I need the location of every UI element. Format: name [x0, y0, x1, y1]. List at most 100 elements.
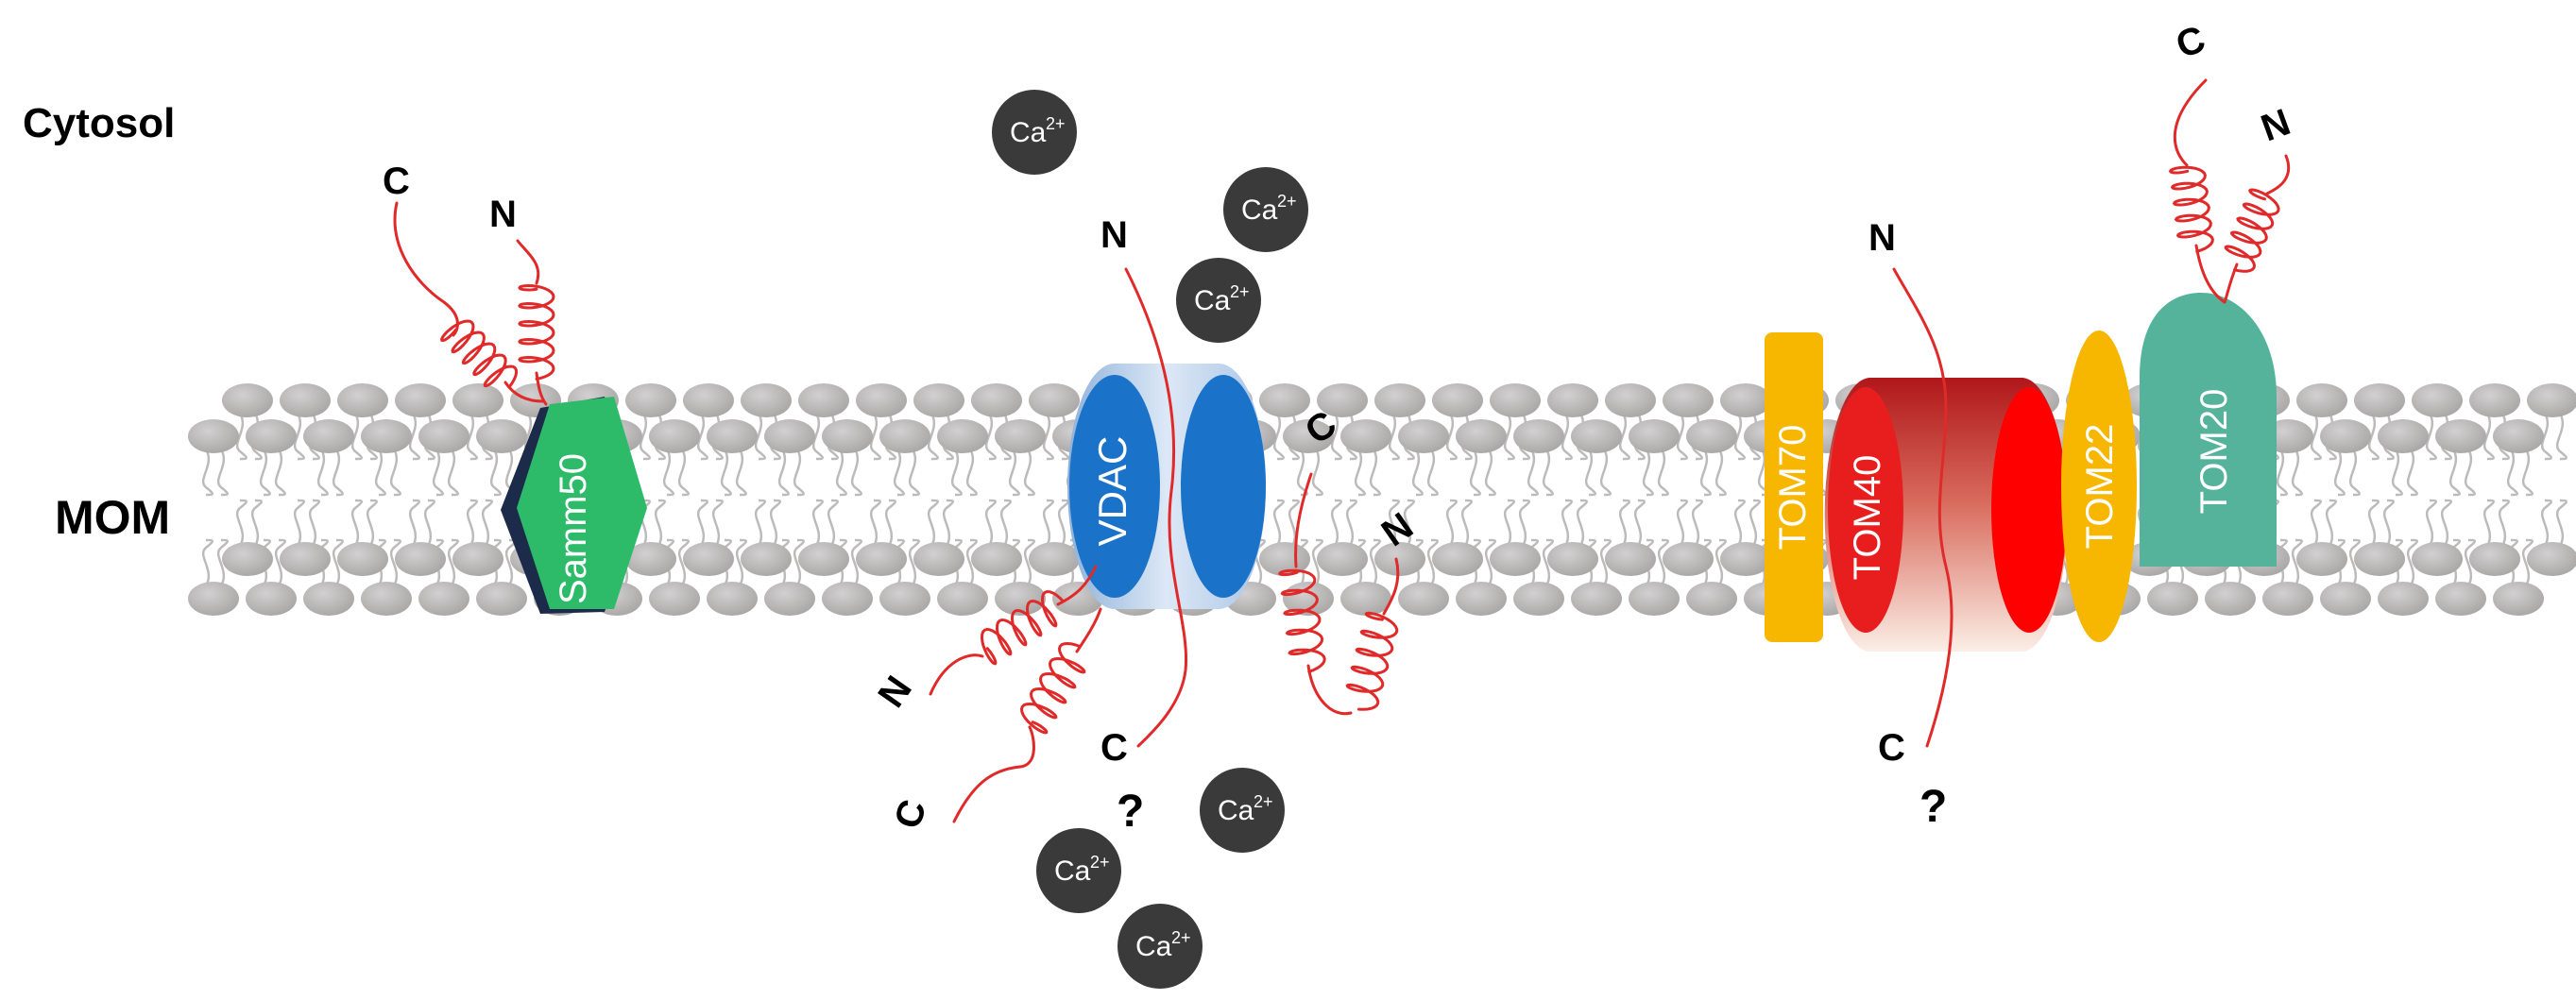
lipid-head — [1605, 542, 1656, 576]
lipid-head — [2412, 542, 2463, 576]
lipid-tail — [1518, 499, 1530, 547]
polypeptide-segment — [535, 371, 548, 406]
lipid-head — [822, 582, 873, 616]
lipid-tail — [216, 538, 229, 586]
lipid-tail — [2464, 449, 2476, 497]
lipid-head — [1317, 542, 1368, 576]
lipid-tail — [481, 499, 493, 547]
lipid-tail — [1527, 449, 1539, 497]
lipid-tail — [274, 449, 286, 497]
lipid-tail — [696, 413, 708, 461]
lipid-tail — [850, 538, 862, 586]
ion-charge: 2+ — [1230, 282, 1250, 301]
tom40-n-terminus: N — [1868, 217, 1896, 259]
lipid-tail — [1354, 449, 1366, 497]
lipid-tail — [1311, 538, 1323, 586]
lipid-head — [1029, 383, 1080, 417]
lipid-tail — [1676, 499, 1688, 547]
lipid-tail — [984, 413, 997, 461]
lipid-head — [741, 542, 792, 576]
polypeptide-segment — [1892, 267, 1953, 748]
lipid-head — [764, 582, 815, 616]
lipid-head — [2435, 582, 2486, 616]
lipid-tail — [408, 413, 420, 461]
lipid-head — [2320, 582, 2371, 616]
lipid-head — [2493, 419, 2544, 453]
lipid-head — [764, 419, 815, 453]
lipid-head — [2354, 383, 2405, 417]
tom40-protein: TOM40 — [1824, 378, 2068, 652]
lipid-head — [707, 582, 758, 616]
lipid-head — [1374, 542, 1425, 576]
lipid-tail — [274, 538, 286, 586]
lipid-head — [625, 383, 676, 417]
lipid-head — [2205, 582, 2256, 616]
lipid-tail — [1561, 499, 1573, 547]
lipid-head — [1432, 383, 1483, 417]
lipid-tail — [677, 538, 690, 586]
lipid-tail — [1584, 449, 1596, 497]
tom40-c-terminus: C — [1878, 727, 1905, 769]
lipid-tail — [869, 413, 881, 461]
lipid-head — [246, 582, 297, 616]
ion-charge: 2+ — [1090, 853, 1110, 872]
lipid-tail — [950, 449, 963, 497]
lipid-tail — [1749, 499, 1761, 547]
lipid-tail — [366, 499, 378, 547]
lipid-tail — [447, 449, 459, 497]
lipid-tail — [1403, 499, 1415, 547]
lipid-tail — [999, 499, 1012, 547]
samm50-label: Samm50 — [553, 453, 594, 604]
lipid-tail — [927, 499, 939, 547]
lipid-head — [1259, 542, 1310, 576]
lipid-head — [2320, 419, 2371, 453]
lipid-head — [2412, 383, 2463, 417]
lipid-tail — [259, 449, 271, 497]
lipid-head — [1283, 419, 1334, 453]
lipid-tail — [2348, 449, 2361, 497]
lipid-head — [1720, 542, 1771, 576]
lipid-head — [1340, 582, 1391, 616]
lipid-head — [1398, 419, 1449, 453]
lipid-tail — [2348, 538, 2361, 586]
lipid-tail — [1445, 499, 1458, 547]
polypeptide-segment — [2223, 263, 2239, 304]
lipid-tail — [2521, 538, 2533, 586]
lipid-tail — [1484, 449, 1496, 497]
lipid-tail — [1345, 499, 1357, 547]
lipid-tail — [869, 499, 881, 547]
lipid-tail — [811, 413, 824, 461]
calcium-ion: Ca 2+ — [1176, 258, 1261, 343]
lipid-tail — [1445, 413, 1458, 461]
tom40-label: TOM40 — [1847, 455, 1888, 581]
lipid-head — [1513, 582, 1564, 616]
lipid-tail — [735, 538, 747, 586]
lipid-tail — [1657, 449, 1669, 497]
lipid-head — [2378, 419, 2429, 453]
lipid-tail — [408, 499, 420, 547]
lipid-tail — [1576, 499, 1588, 547]
lipid-tail — [754, 499, 766, 547]
vdac-protein: VDAC — [1067, 364, 1266, 609]
lipid-head — [1456, 582, 1507, 616]
lipid-tail — [2521, 449, 2533, 497]
lipid-head — [452, 383, 503, 417]
lipid-tail — [639, 413, 651, 461]
lipid-tail — [2406, 538, 2418, 586]
lipid-tail — [2391, 449, 2403, 497]
lipid-head — [1720, 383, 1771, 417]
lipid-head — [476, 582, 527, 616]
lipid-head — [188, 582, 239, 616]
lipid-head — [2296, 542, 2347, 576]
lipid-head — [2378, 582, 2429, 616]
lipid-tail — [1599, 538, 1612, 586]
lipid-tail — [350, 413, 363, 461]
ion-charge: 2+ — [1254, 792, 1273, 811]
lipid-tail — [827, 499, 839, 547]
lipid-tail — [942, 499, 954, 547]
lipid-head — [971, 383, 1022, 417]
ion-label: Ca — [1241, 195, 1278, 226]
ion-label: Ca — [1194, 285, 1231, 316]
lipid-tail — [1733, 413, 1746, 461]
lipid-tail — [1388, 413, 1400, 461]
